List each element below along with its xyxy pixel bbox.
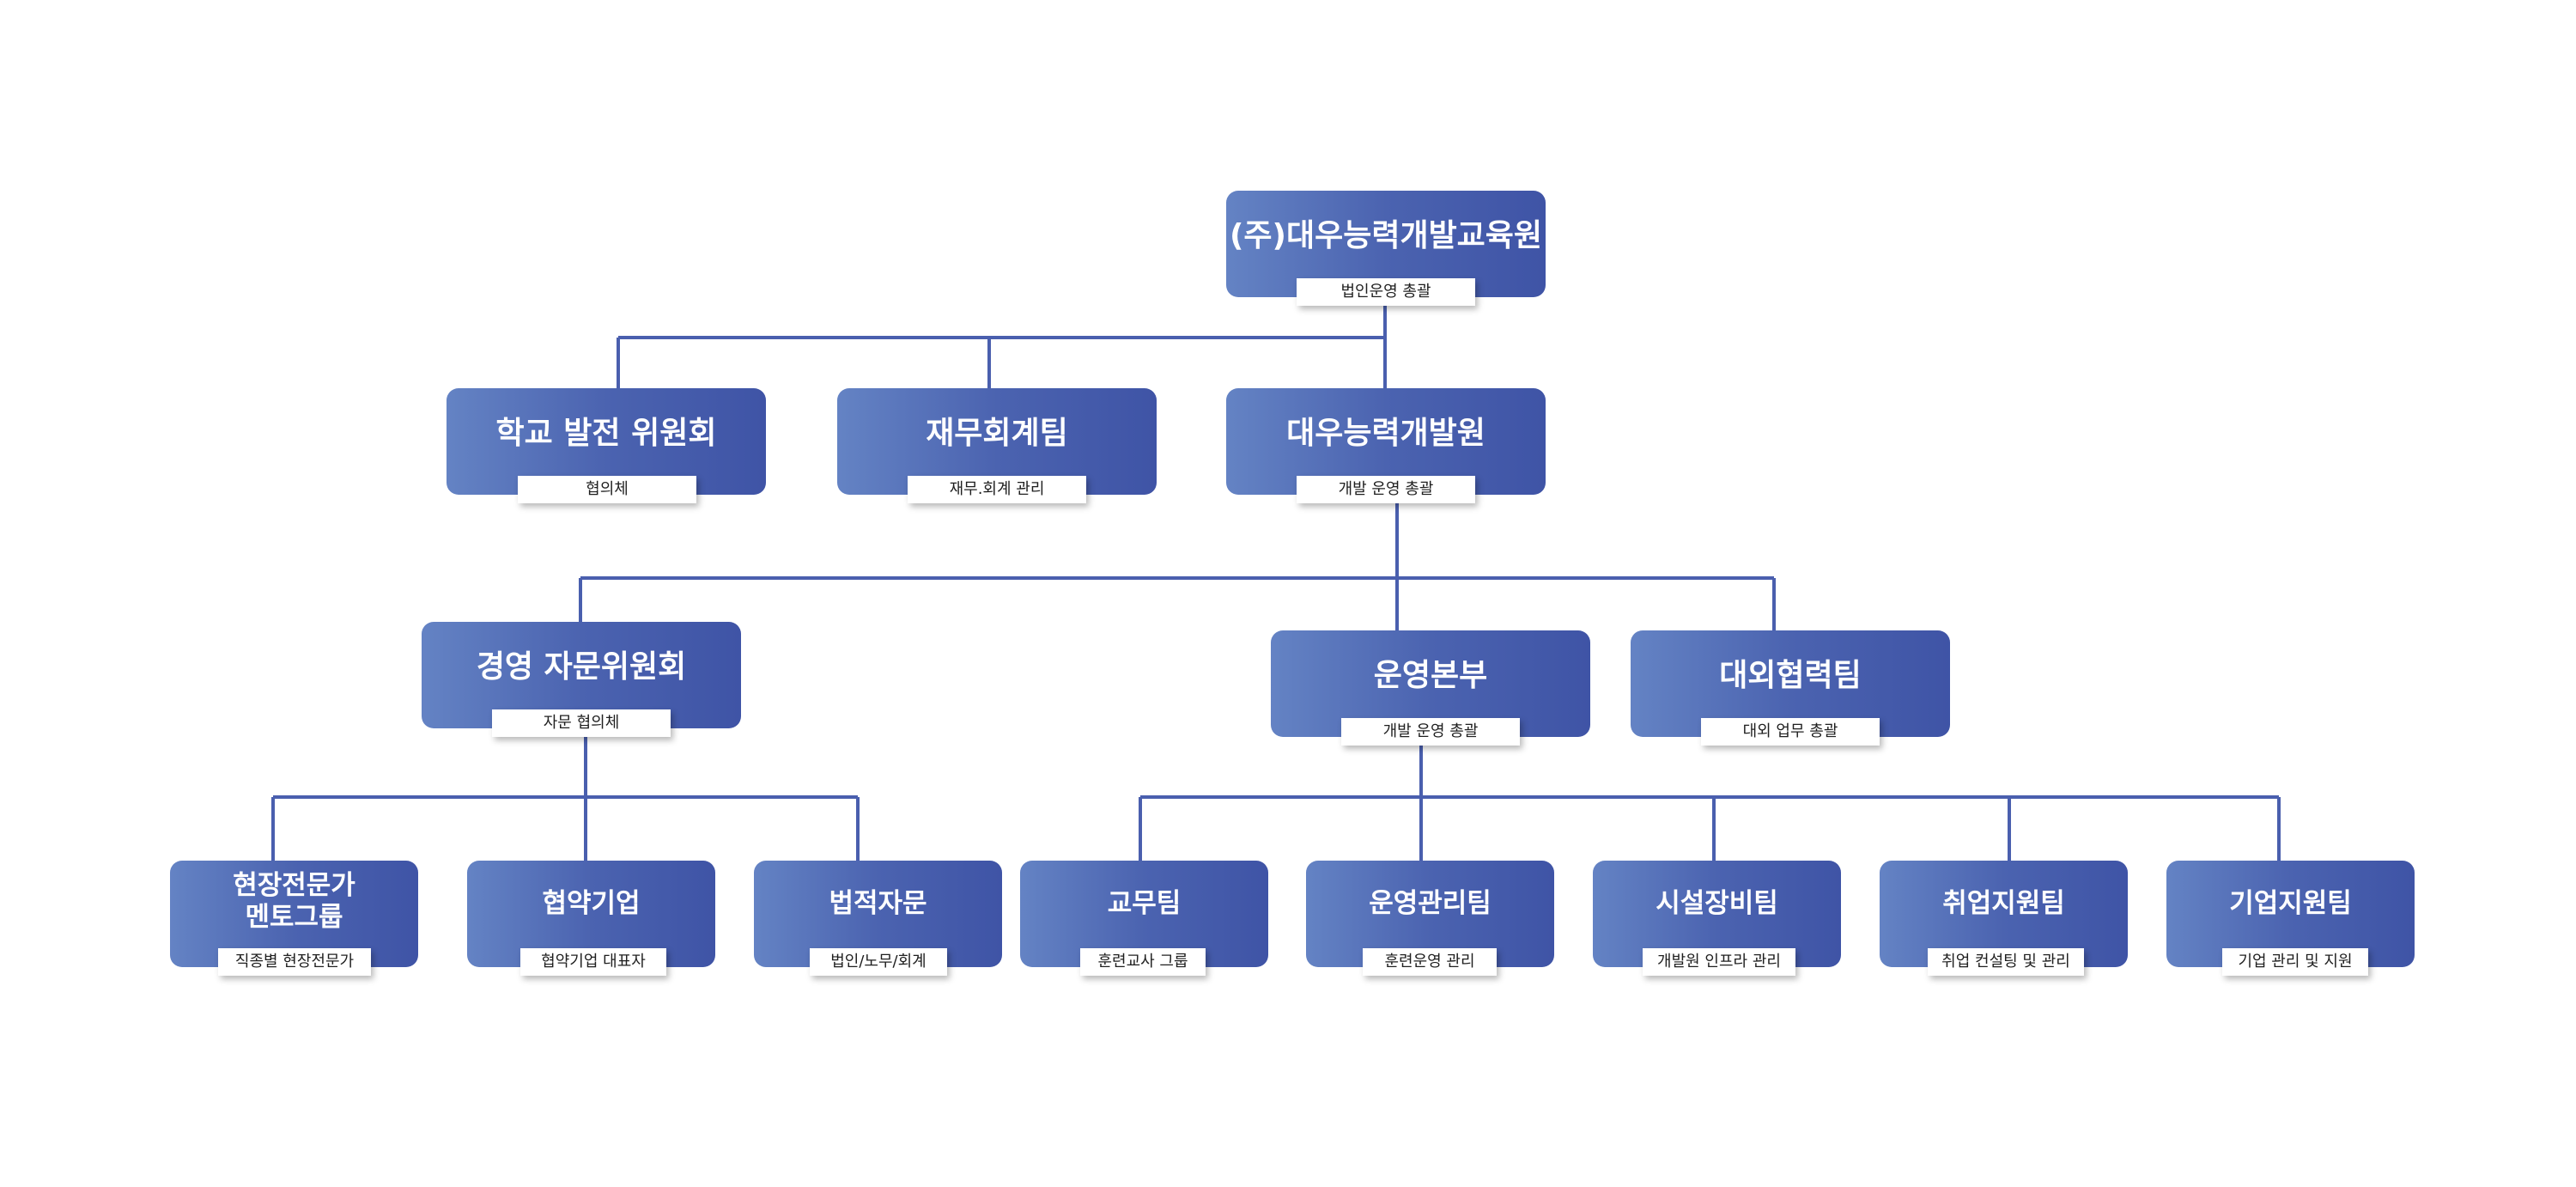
- node-label: 직종별 현장전문가: [218, 948, 371, 976]
- node-title: 기업지원팀: [2229, 888, 2352, 919]
- node-title: 운영관리팀: [1369, 888, 1492, 919]
- node-title-line: 멘토그룹: [245, 902, 343, 934]
- node-title: 법적자문: [829, 888, 927, 919]
- node-title: 대외협력팀: [1719, 658, 1862, 693]
- node-label: 법인운영 총괄: [1297, 278, 1475, 306]
- node-title: 시설장비팀: [1656, 888, 1778, 919]
- node-label: 훈련운영 관리: [1363, 948, 1497, 976]
- node-title: 경영 자문위원회: [476, 649, 687, 685]
- node-label: 재무.회계 관리: [908, 476, 1086, 503]
- node-label: 훈련교사 그룹: [1080, 948, 1206, 976]
- node-box: (주)대우능력개발교육원: [1226, 191, 1546, 297]
- node-title: 취업지원팀: [1942, 888, 2065, 919]
- node-label: 협약기업 대표자: [520, 948, 666, 976]
- node-label: 법인/노무/회계: [810, 948, 947, 976]
- node-title: 협약기업: [542, 888, 641, 919]
- node-title: 현장전문가 멘토그룹: [233, 870, 355, 934]
- node-label: 개발 운영 총괄: [1341, 718, 1520, 746]
- node-label: 협의체: [518, 476, 696, 503]
- node-title: 운영본부: [1373, 658, 1488, 693]
- node-label: 자문 협의체: [492, 709, 671, 737]
- node-title: 학교 발전 위원회: [495, 416, 717, 451]
- node-label: 개발원 인프라 관리: [1643, 948, 1795, 976]
- node-label: 취업 컨설팅 및 관리: [1928, 948, 2084, 976]
- node-title: (주)대우능력개발교육원: [1229, 218, 1543, 253]
- node-title: 재무회계팀: [926, 416, 1068, 451]
- node-label: 대외 업무 총괄: [1701, 718, 1880, 746]
- node-title: 대우능력개발원: [1286, 416, 1485, 451]
- node-title: 교무팀: [1107, 888, 1182, 919]
- node-label: 개발 운영 총괄: [1297, 476, 1475, 503]
- node-title-line: 현장전문가: [233, 870, 355, 901]
- node-box: 시설장비팀: [1593, 861, 1841, 967]
- node-label: 기업 관리 및 지원: [2222, 948, 2368, 976]
- node-box: 운영본부: [1271, 630, 1590, 737]
